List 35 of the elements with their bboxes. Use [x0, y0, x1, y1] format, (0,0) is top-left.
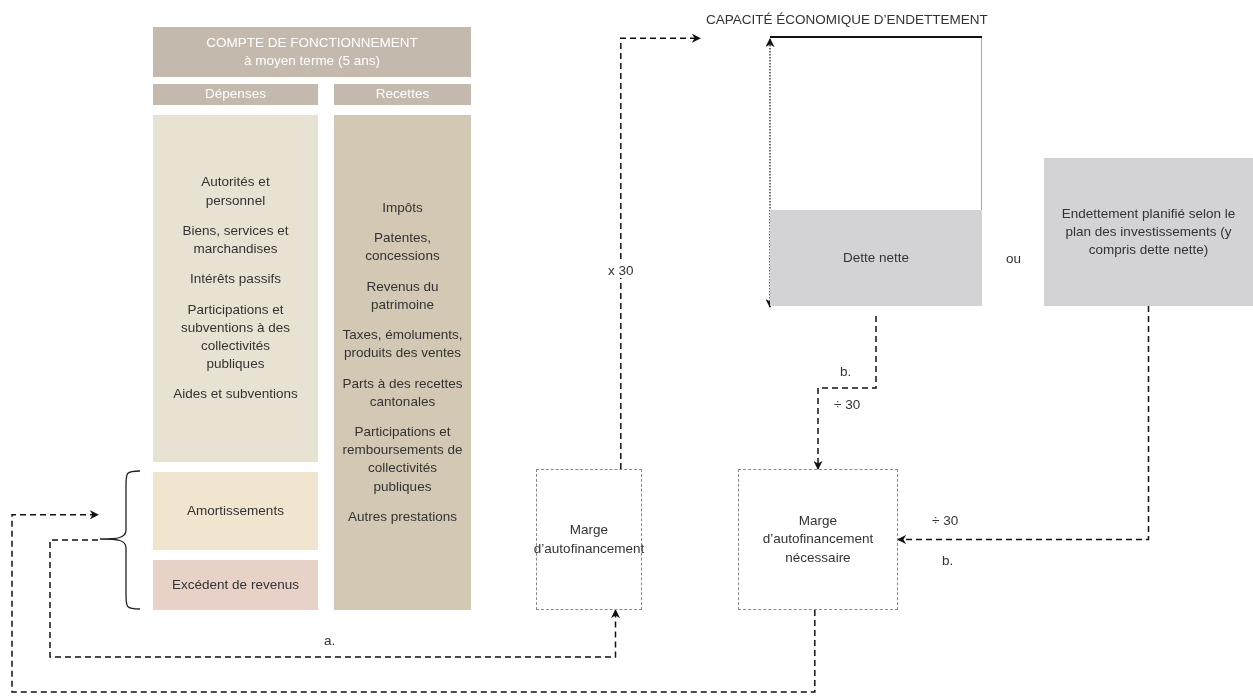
- diagram-heading: CAPACITÉ ÉCONOMIQUE D’ENDETTEMENT: [706, 11, 988, 29]
- list-item-text: Intérêts passifs: [190, 270, 281, 289]
- column-header: Recettes: [334, 84, 471, 105]
- net-debt-box: Dette nette: [770, 210, 982, 306]
- list-item-text: Participations et subventions à des collectivités publiques: [180, 300, 291, 374]
- planned-debt-box: Endettement planifié selon le plan des investissements (y compris dette nette): [1044, 158, 1253, 306]
- list-item-text: Revenus du patrimoine: [365, 277, 440, 314]
- arrow: [897, 305, 1150, 544]
- column-header: Dépenses: [153, 84, 318, 105]
- arrow: [11, 510, 816, 693]
- edge-label: ÷ 30: [930, 513, 961, 528]
- process-box: Marge d’autofinancement: [536, 469, 642, 610]
- arrow: [620, 33, 701, 470]
- list-item-text: Patentes, concessions: [364, 229, 441, 266]
- list-item-text: Parts à des recettes cantonales: [341, 374, 464, 411]
- process-box: Marge d’autofinancement nécessaire: [738, 469, 898, 610]
- curly-brace: [98, 470, 142, 610]
- list-item-text: Participations et remboursements de collectivités publiques: [341, 422, 464, 496]
- list-item-text: Aides et subventions: [173, 385, 298, 404]
- revenues-panel: [334, 115, 471, 610]
- list-item-text: Autorités et personnel: [200, 173, 271, 210]
- edge-label: ÷ 30: [832, 397, 863, 412]
- list-item-text: Biens, services et marchandises: [181, 221, 290, 259]
- header-title: COMPTE DE FONCTIONNEMENT: [206, 33, 418, 52]
- list-item-text: Autres prestations: [348, 507, 457, 526]
- depreciation-box: Amortissements: [153, 472, 318, 550]
- surplus-box: Excédent de revenus: [153, 560, 318, 610]
- list-item-text: Taxes, émoluments, produits des ventes: [341, 326, 464, 363]
- edge-label: x 30: [606, 263, 636, 278]
- arrow: [813, 315, 877, 470]
- table-header-band: [153, 27, 471, 77]
- list-item-text: Impôts: [382, 198, 423, 217]
- expenses-panel: [153, 115, 318, 462]
- header-subtitle: à moyen terme (5 ans): [244, 52, 380, 70]
- arrow: [49, 539, 620, 658]
